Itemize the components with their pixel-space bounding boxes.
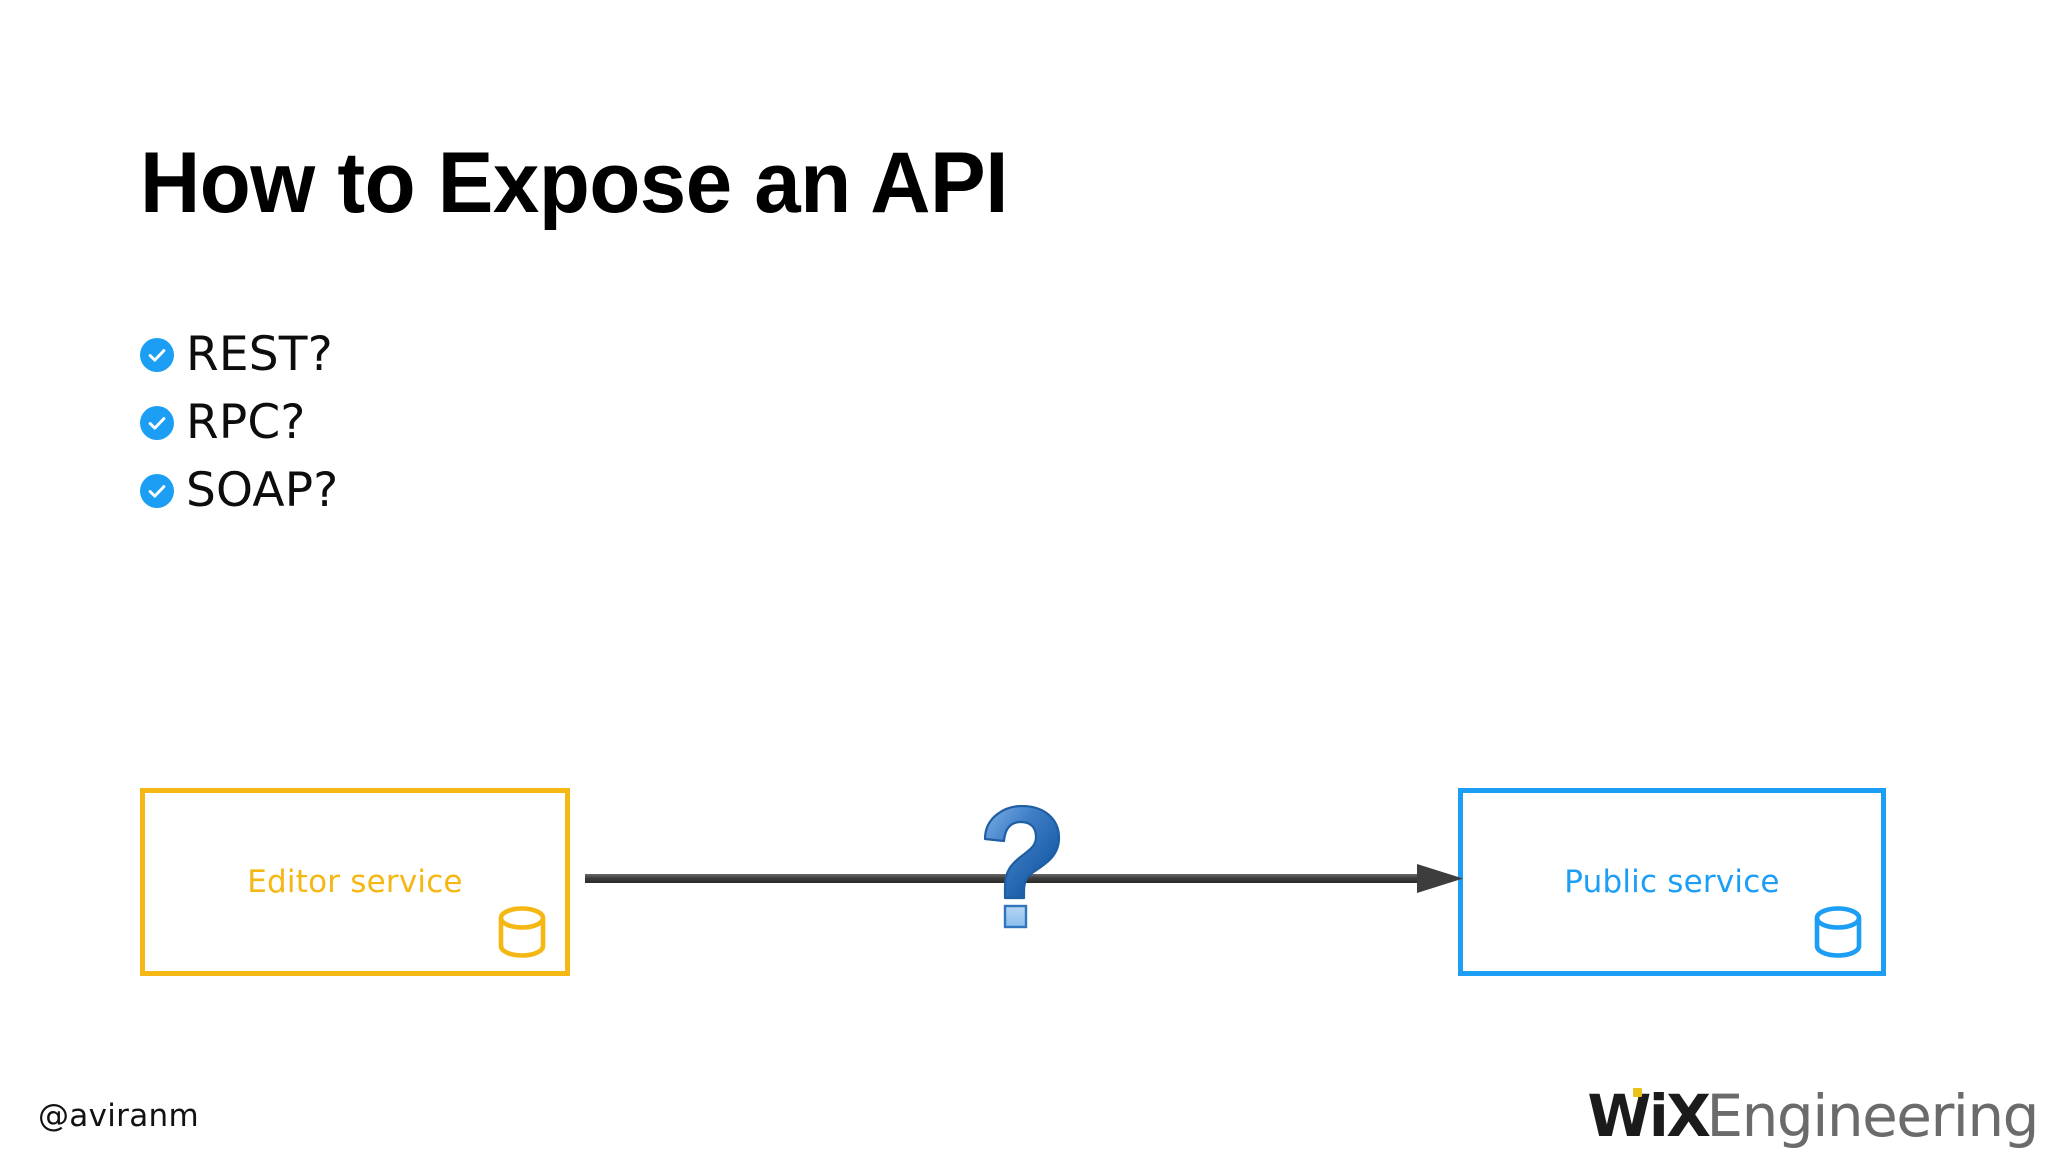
diagram-node-label: Editor service [247, 864, 463, 900]
diagram-node-label: Public service [1564, 864, 1780, 900]
diagram-connector-arrow [585, 856, 1465, 902]
list-item: SOAP? [140, 456, 840, 524]
database-icon [1809, 901, 1867, 963]
wix-wordmark-text: WiX [1587, 1082, 1711, 1150]
page-title: How to Expose an API [140, 135, 1008, 231]
check-circle-icon [140, 474, 174, 508]
wix-wordmark: WiX [1587, 1082, 1711, 1150]
list-item: REST? [140, 320, 840, 388]
wix-engineering-logo: WiX Engineering [1587, 1082, 2039, 1150]
question-mark-icon [975, 804, 1067, 931]
list-item: RPC? [140, 388, 840, 456]
list-item-label: REST? [186, 326, 333, 382]
list-item-label: RPC? [186, 394, 306, 450]
bullet-list: REST? RPC? SOAP? [140, 320, 840, 524]
check-circle-icon [140, 338, 174, 372]
list-item-label: SOAP? [186, 462, 339, 518]
engineering-wordmark: Engineering [1706, 1082, 2040, 1150]
diagram-node-public-service: Public service [1458, 788, 1886, 976]
database-icon [493, 901, 551, 963]
check-circle-icon [140, 406, 174, 440]
author-handle: @aviranm [38, 1098, 199, 1134]
diagram-node-editor-service: Editor service [140, 788, 570, 976]
wix-accent-dot [1633, 1088, 1643, 1097]
